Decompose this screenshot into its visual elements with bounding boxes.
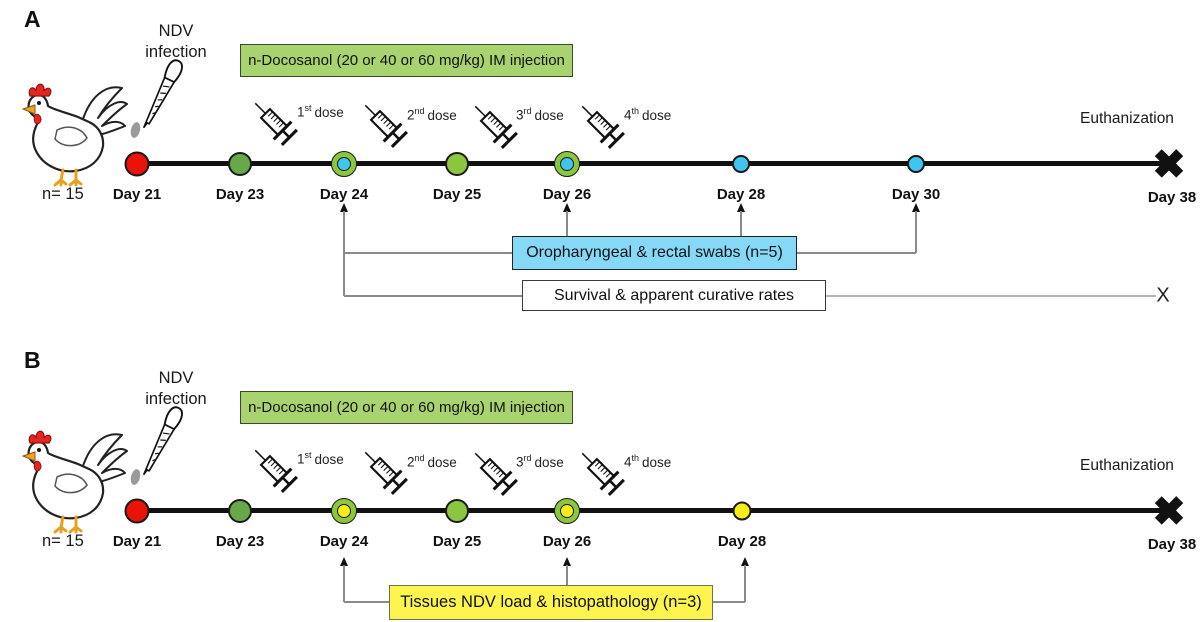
timeline-a: [137, 161, 1163, 166]
connector-line: [713, 601, 745, 603]
group-size-label: n= 15: [42, 532, 84, 550]
connector-line: [344, 601, 389, 603]
treatment-box: n-Docosanol (20 or 40 or 60 mg/kg) IM in…: [240, 44, 573, 77]
day-label-28: Day 28: [717, 533, 767, 550]
day-label-25: Day 25: [432, 186, 482, 203]
marker-day28-swab: [732, 155, 750, 173]
day-label-28: Day 28: [716, 186, 766, 203]
survival-box: Survival & apparent curative rates: [522, 280, 826, 311]
survival-end-x-mark: X: [1156, 284, 1170, 307]
marker-day30-swab: [907, 155, 925, 173]
euthanization-label: Euthanization: [1080, 110, 1174, 127]
marker-day21-infection: [124, 151, 150, 177]
connector-line: [740, 211, 742, 237]
connector-line: [343, 211, 345, 296]
connector-line: [343, 565, 345, 602]
syringe-icon: [354, 94, 410, 150]
panel-b: B n= 15 NDV infection n-Docosanol (20 or…: [0, 347, 1200, 622]
marker-day23-dose: [228, 152, 252, 176]
marker-day21-infection: [124, 498, 150, 524]
day-label-25: Day 25: [432, 533, 482, 550]
connector-line: [344, 295, 522, 297]
swab-box: Oropharyngeal & rectal swabs (n=5): [512, 236, 797, 270]
syringe-icon: [244, 92, 300, 148]
up-arrow-icon: [741, 557, 749, 566]
up-arrow-icon: [563, 203, 571, 212]
panel-b-letter: B: [24, 347, 41, 373]
treatment-box-label: n-Docosanol (20 or 40 or 60 mg/kg) IM in…: [248, 399, 565, 416]
day-label-23: Day 23: [215, 533, 265, 550]
marker-day26-dose-swab: [554, 151, 580, 177]
marker-day28-tissue: [732, 501, 752, 521]
ndv-infection-label-line2: infection: [145, 43, 207, 61]
syringe-icon: [354, 441, 410, 497]
syringe-icon: [464, 95, 520, 151]
syringe-icon: [571, 95, 627, 151]
day-label-24: Day 24: [319, 533, 369, 550]
syringe-icon: [464, 442, 520, 498]
up-arrow-icon: [737, 203, 745, 212]
up-arrow-icon: [563, 557, 571, 566]
panel-a: A n= 15 NDV infection n-Docosanol (20 or…: [21, 6, 1197, 311]
day-label-24: Day 24: [319, 186, 369, 203]
day-label-38: Day 38: [1147, 189, 1197, 206]
tissue-box-label: Tissues NDV load & histopathology (n=3): [400, 593, 702, 611]
survival-box-label: Survival & apparent curative rates: [553, 286, 795, 304]
connector-line: [744, 565, 746, 602]
day-label-26: Day 26: [542, 186, 592, 203]
marker-day25-dose: [445, 152, 469, 176]
up-arrow-icon: [340, 557, 348, 566]
connector-line: [566, 565, 568, 586]
timeline-b: [137, 508, 1163, 513]
swab-box-label: Oropharyngeal & rectal swabs (n=5): [526, 244, 783, 261]
day-label-21: Day 21: [112, 533, 162, 550]
panel-a-letter: A: [24, 6, 41, 32]
marker-day26-dose-tissue: [554, 498, 580, 524]
day-label-26: Day 26: [542, 533, 592, 550]
euthanization-x-icon: ✖: [1152, 490, 1186, 534]
up-arrow-icon: [340, 203, 348, 212]
connector-line: [826, 295, 1156, 297]
syringe-icon: [571, 442, 627, 498]
ndv-infection-label-line1: NDV: [158, 22, 194, 40]
marker-day24-dose-swab: [331, 151, 357, 177]
day-label-38: Day 38: [1147, 536, 1197, 553]
day-label-21: Day 21: [112, 186, 162, 203]
marker-day23-dose: [228, 499, 252, 523]
connector-line: [797, 252, 916, 254]
ndv-infection-label-line1: NDV: [158, 369, 194, 387]
treatment-box: n-Docosanol (20 or 40 or 60 mg/kg) IM in…: [240, 391, 573, 424]
treatment-box-label: n-Docosanol (20 or 40 or 60 mg/kg) IM in…: [248, 52, 565, 69]
marker-day24-dose-tissue: [331, 498, 357, 524]
ndv-infection-label-line2: infection: [145, 390, 207, 408]
euthanization-label: Euthanization: [1080, 457, 1174, 474]
tissue-box: Tissues NDV load & histopathology (n=3): [389, 585, 713, 620]
connector-line: [915, 211, 917, 253]
up-arrow-icon: [912, 203, 920, 212]
group-size-label: n= 15: [42, 185, 84, 203]
syringe-icon: [244, 439, 300, 495]
euthanization-x-icon: ✖: [1152, 143, 1186, 187]
chicken-icon: [21, 429, 129, 534]
connector-line: [566, 211, 568, 237]
marker-day25-dose: [445, 499, 469, 523]
chicken-icon: [21, 82, 129, 187]
day-label-23: Day 23: [215, 186, 265, 203]
day-label-30: Day 30: [891, 186, 941, 203]
connector-line: [344, 252, 512, 254]
